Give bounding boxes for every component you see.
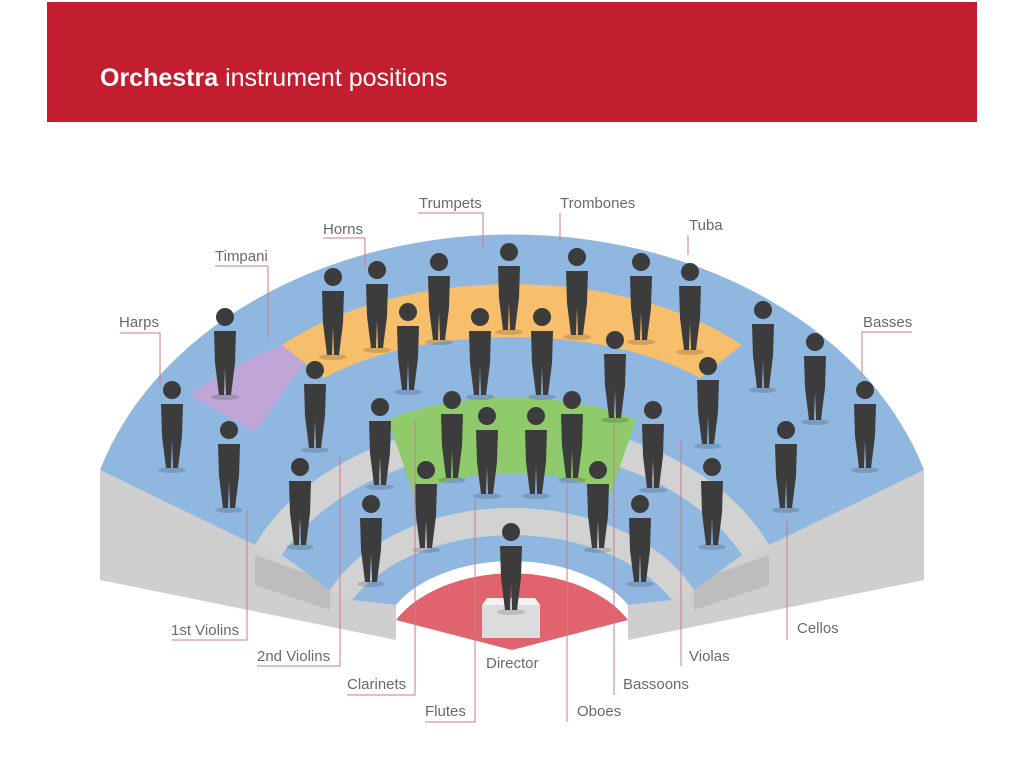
- violinist-figure: [412, 461, 440, 553]
- harpist-figure: [158, 381, 186, 473]
- violinist-figure: [301, 361, 329, 453]
- page-title: Orchestra instrument positions: [100, 64, 447, 93]
- label-flutes: Flutes: [425, 703, 466, 720]
- label-harps: Harps: [119, 314, 159, 331]
- flutist-figure: [438, 391, 466, 483]
- label-cellos: Cellos: [797, 620, 839, 637]
- label-director: Director: [486, 655, 539, 672]
- label-first-violins: 1st Violins: [171, 622, 239, 639]
- label-bassoons: Bassoons: [623, 676, 689, 693]
- title-bold: Orchestra: [100, 64, 219, 92]
- trombone-player-figure: [563, 248, 591, 340]
- oboist-figure: [558, 391, 586, 483]
- label-horns: Horns: [323, 221, 363, 238]
- label-second-violins: 2nd Violins: [257, 648, 330, 665]
- musician-figures: [158, 243, 879, 615]
- flutist-figure: [473, 407, 501, 499]
- brass-floor: [282, 284, 742, 378]
- timpanist-figure: [211, 308, 239, 400]
- bass-player-figure: [851, 381, 879, 473]
- stage-sides: [100, 470, 924, 640]
- label-violas: Violas: [689, 648, 730, 665]
- oboist-figure: [522, 407, 550, 499]
- horn-player-figure: [319, 268, 347, 360]
- trombone-player-figure: [627, 253, 655, 345]
- cellist-figure: [698, 458, 726, 550]
- bassoonist-figure: [601, 331, 629, 423]
- horn-player-figure: [363, 261, 391, 353]
- violist-figure: [694, 357, 722, 449]
- violinist-figure: [357, 495, 385, 587]
- header-banner: [47, 2, 977, 122]
- clarinetist-figure: [466, 308, 494, 400]
- trumpet-player-figure: [495, 243, 523, 335]
- director-podium: [482, 598, 540, 638]
- violist-figure: [639, 401, 667, 493]
- violinist-figure: [286, 458, 314, 550]
- label-timpani: Timpani: [215, 248, 268, 265]
- bass-player-figure: [749, 301, 777, 393]
- clarinetist-figure: [394, 303, 422, 395]
- violinist-figure: [366, 398, 394, 490]
- leader-lines: [120, 212, 912, 723]
- cellist-figure: [772, 421, 800, 513]
- tuba-player-figure: [676, 263, 704, 355]
- bass-player-figure: [801, 333, 829, 425]
- cellist-figure: [626, 495, 654, 587]
- inner-strings-floor: [282, 449, 742, 590]
- label-basses: Basses: [863, 314, 912, 331]
- violinist-figure: [215, 421, 243, 513]
- label-tuba: Tuba: [689, 217, 723, 234]
- title-rest: instrument positions: [218, 64, 448, 92]
- bassoonist-figure: [528, 308, 556, 400]
- director-figure: [497, 523, 525, 615]
- trumpet-player-figure: [425, 253, 453, 345]
- label-trombones: Trombones: [560, 195, 635, 212]
- label-trumpets: Trumpets: [419, 195, 482, 212]
- instrument-labels: Harps Timpani Horns Trumpets Trombones T…: [119, 195, 912, 720]
- percussion-area: [190, 345, 310, 432]
- front-strings-floor: [352, 534, 672, 605]
- label-oboes: Oboes: [577, 703, 621, 720]
- violist-figure: [584, 461, 612, 553]
- label-clarinets: Clarinets: [347, 676, 406, 693]
